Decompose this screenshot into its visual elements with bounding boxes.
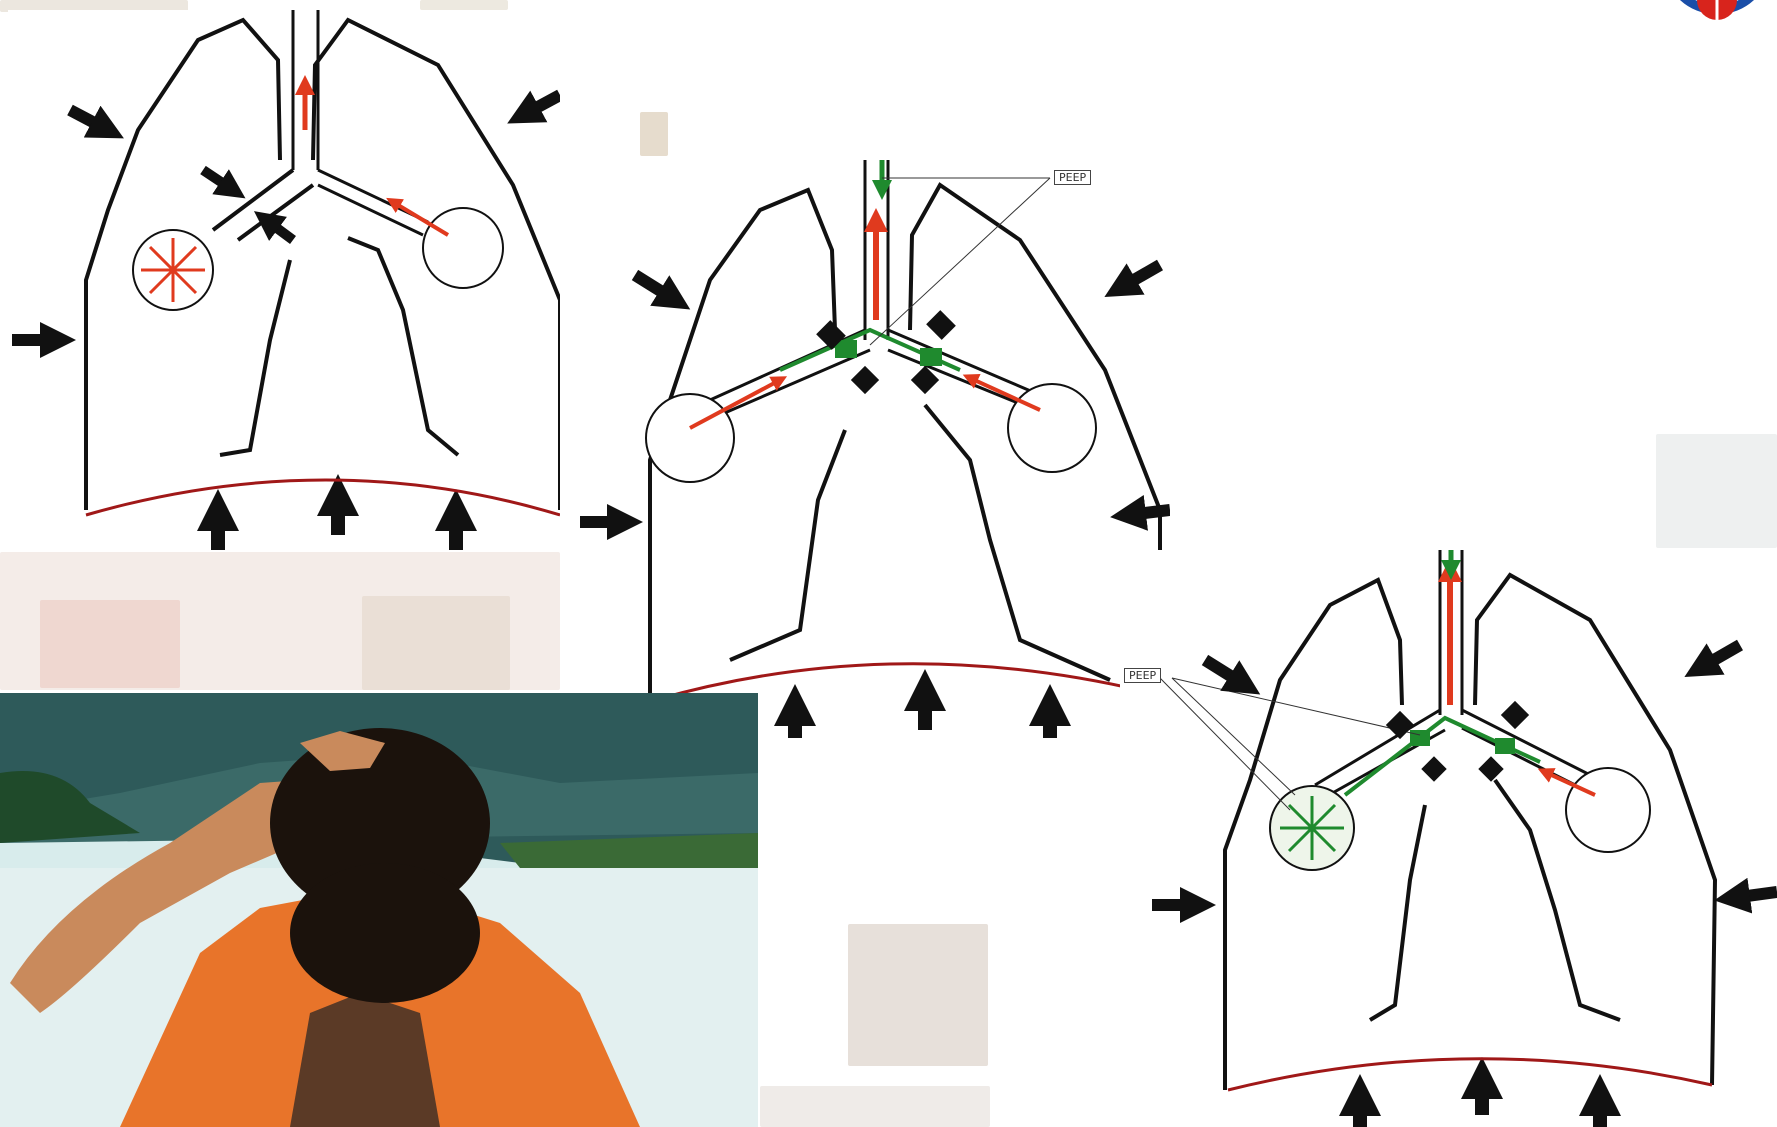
alveolus-right [1008, 384, 1096, 472]
background-tile [760, 1086, 990, 1127]
black-arrow-icon [266, 220, 293, 240]
lung-diagram-3: PEEP [1120, 550, 1777, 1127]
black-arrow-icon [203, 170, 233, 190]
black-arrow-icon [635, 275, 675, 300]
peep-label: PEEP [1054, 170, 1091, 185]
black-arrow-icon [70, 110, 108, 130]
red-circle-logo-icon [1657, 0, 1777, 40]
lung-inner-outline [220, 238, 458, 455]
background-tile [40, 600, 180, 688]
background-tile [640, 112, 668, 156]
diaphragm-curve [86, 480, 560, 515]
lung-diagram-1 [8, 10, 560, 550]
green-arrow-icon [1345, 718, 1540, 795]
peep-label: PEEP [1124, 668, 1161, 683]
background-tile [362, 596, 510, 690]
black-arrow-icon [1732, 892, 1777, 898]
yoga-photo [0, 693, 758, 1127]
red-arrow-icon [141, 238, 205, 302]
black-arrow-icon [1205, 660, 1245, 685]
lung-diagram-2: PEEP [570, 160, 1170, 738]
alveolus-right [423, 208, 503, 288]
alveolus-left [646, 394, 734, 482]
green-arrow-icon [1280, 796, 1344, 860]
background-tile [848, 924, 988, 1066]
alveolus-right [1566, 768, 1650, 852]
black-arrow-icon [1700, 645, 1740, 668]
black-arrow-icon [523, 95, 560, 115]
background-tile [420, 0, 508, 10]
diaphragm-curve [1228, 1059, 1712, 1090]
black-arrow-icon [1128, 510, 1170, 515]
background-tile [1656, 434, 1777, 548]
black-arrow-icon [1120, 265, 1160, 288]
